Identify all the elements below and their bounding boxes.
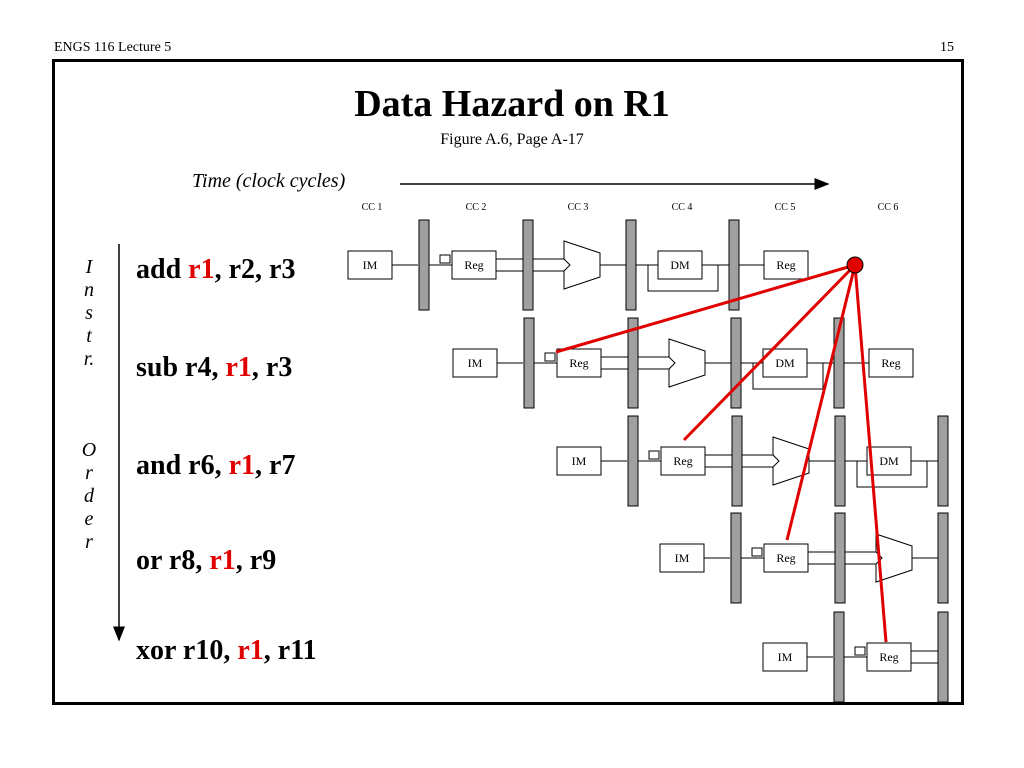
hazard-source-dot [846, 256, 864, 274]
reg-stage-label: Reg [464, 258, 483, 272]
order-letter: I [85, 256, 93, 278]
cc-label-3: CC 3 [567, 202, 589, 213]
cc-label-1: CC 1 [361, 202, 383, 213]
reg-write-port [648, 450, 660, 460]
reg-write-port [751, 547, 763, 557]
instruction-xor: xor r10, r1, r11 [136, 635, 317, 666]
reg-stage-label: Reg [776, 551, 795, 565]
dm-bypass-wire [752, 363, 824, 390]
instruction-and: and r6, r1, r7 [136, 450, 296, 481]
cc-label-2: CC 2 [465, 202, 487, 213]
instruction-sub: sub r4, r1, r3 [136, 352, 293, 383]
hazard-line [785, 264, 857, 541]
header-course: ENGS 116 Lecture 5 [54, 40, 172, 55]
hazard-line [682, 263, 857, 442]
alu-shape [563, 240, 601, 290]
dm-stage-label: DM [775, 356, 795, 370]
order-letter: r. [83, 348, 95, 370]
pipeline-latch [627, 317, 639, 409]
pipeline-row: IM Reg [659, 512, 949, 604]
pipeline-latch [730, 317, 742, 409]
order-letter: r [85, 531, 93, 553]
dm-bypass-wire [647, 265, 719, 292]
pipeline-latch [627, 415, 639, 507]
reg-stage [556, 348, 602, 378]
order-letter: s [85, 302, 93, 324]
pipeline-latch [418, 219, 430, 311]
alu-shape [668, 338, 706, 388]
alu-shape [875, 533, 913, 583]
dm-stage [866, 446, 912, 476]
hazard-line [853, 264, 888, 643]
slide-title: Data Hazard on R1 [354, 83, 670, 125]
pipeline-latch [728, 219, 740, 311]
page-number: 15 [940, 40, 954, 55]
reg-writeback-stage [763, 250, 809, 280]
reg-stage-label: Reg [879, 650, 898, 664]
pipeline-latch [625, 219, 637, 311]
dm-stage-label: DM [879, 454, 899, 468]
pipeline-row: IM Reg DM [556, 415, 949, 507]
reg-write-port [854, 646, 866, 656]
dm-bypass-wire [856, 461, 928, 488]
pipeline-latch [731, 415, 743, 507]
im-stage-label: IM [675, 551, 690, 565]
im-stage [762, 642, 808, 672]
time-axis-label: Time (clock cycles) [192, 170, 346, 192]
pipeline-latch [937, 415, 949, 507]
cc-label-6: CC 6 [877, 202, 899, 213]
reg-writeback-stage-label: Reg [881, 356, 900, 370]
pipeline-latch [937, 512, 949, 604]
order-letter: t [86, 325, 92, 347]
slide-subtitle: Figure A.6, Page A-17 [440, 131, 584, 148]
pipeline-latch [937, 611, 949, 703]
cc-label-4: CC 4 [671, 202, 693, 213]
pipeline-latch [523, 317, 535, 409]
reg-stage-label: Reg [673, 454, 692, 468]
reg-stage-label: Reg [569, 356, 588, 370]
dm-stage [657, 250, 703, 280]
reg-writeback-stage-label: Reg [776, 258, 795, 272]
pipeline-row: IM Reg [762, 611, 949, 703]
pipeline-latch [730, 512, 742, 604]
order-letter: e [84, 508, 94, 530]
order-letter: n [84, 279, 94, 301]
im-stage-label: IM [778, 650, 793, 664]
reg-stage [763, 543, 809, 573]
reg-stage [660, 446, 706, 476]
slide-frame [52, 59, 964, 705]
dm-stage-label: DM [670, 258, 690, 272]
order-letter: O [81, 439, 97, 461]
reg-write-port [439, 254, 451, 264]
order-letter: r [85, 462, 93, 484]
reg-stage [451, 250, 497, 280]
reg-writeback-stage [868, 348, 914, 378]
instruction-or: or r8, r1, r9 [136, 545, 277, 576]
pipeline-latch [834, 512, 846, 604]
im-stage [452, 348, 498, 378]
hazard-line [555, 263, 856, 354]
pipeline-latch [522, 219, 534, 311]
pipeline-latch [833, 611, 845, 703]
im-stage-label: IM [363, 258, 378, 272]
cc-label-5: CC 5 [774, 202, 796, 213]
order-letter: d [84, 485, 94, 507]
im-stage-label: IM [468, 356, 483, 370]
reg-write-port [544, 352, 556, 362]
pipeline-row: IM Reg DM Reg [347, 219, 809, 311]
im-stage [659, 543, 705, 573]
reg-stage [866, 642, 912, 672]
pipeline-latch [834, 415, 846, 507]
pipeline-row: IM Reg DM Reg [452, 317, 914, 409]
im-stage [556, 446, 602, 476]
im-stage-label: IM [572, 454, 587, 468]
instruction-add: add r1, r2, r3 [136, 254, 296, 285]
